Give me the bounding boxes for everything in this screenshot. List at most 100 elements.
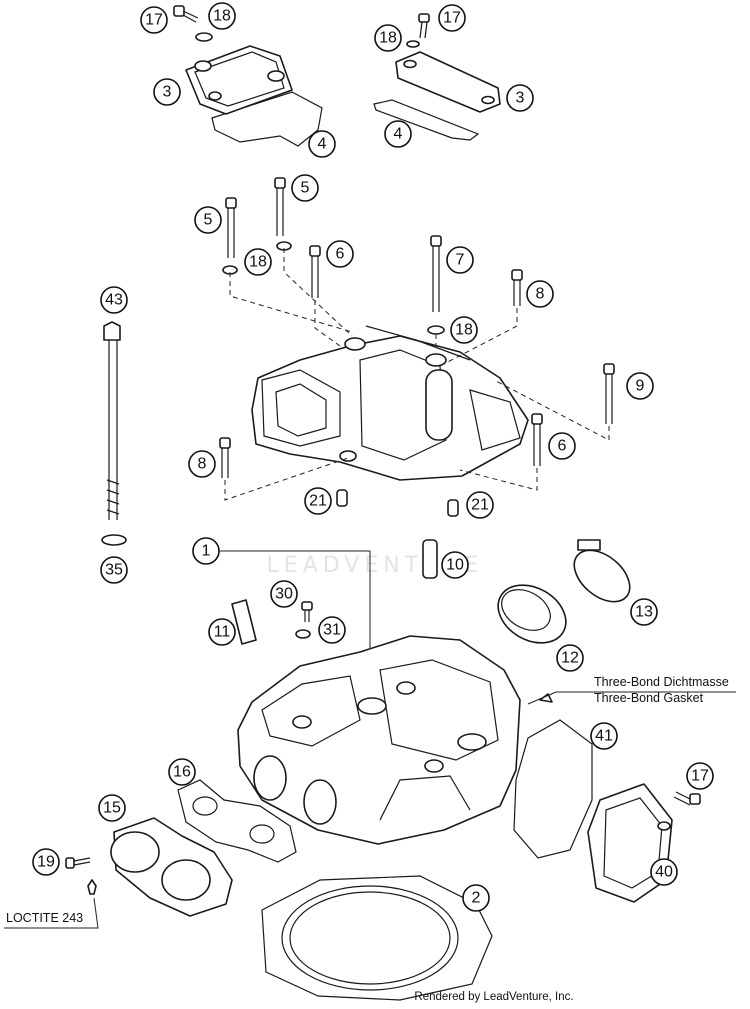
callout-6-a: 6 bbox=[326, 240, 354, 268]
valve-cover-left bbox=[185, 45, 323, 147]
callout-12: 12 bbox=[556, 644, 584, 672]
callout-17-a: 17 bbox=[140, 6, 168, 34]
callout-2: 2 bbox=[462, 884, 490, 912]
valve-guide-11 bbox=[231, 599, 257, 645]
svg-text:8: 8 bbox=[198, 456, 207, 473]
callout-17-c: 17 bbox=[686, 762, 714, 790]
svg-text:11: 11 bbox=[214, 624, 231, 641]
callout-43: 43 bbox=[100, 286, 128, 314]
svg-text:17: 17 bbox=[443, 10, 461, 27]
note-three-bond-de: Three-Bond Dichtmasse bbox=[594, 675, 729, 689]
callout-7: 7 bbox=[446, 246, 474, 274]
gasket-right bbox=[373, 99, 480, 141]
svg-text:16: 16 bbox=[173, 764, 191, 781]
svg-text:4: 4 bbox=[394, 126, 403, 143]
callout-5-a: 5 bbox=[194, 206, 222, 234]
svg-text:35: 35 bbox=[105, 562, 123, 579]
note-three-bond-en: Three-Bond Gasket bbox=[594, 691, 704, 705]
svg-text:18: 18 bbox=[249, 254, 267, 271]
callout-11: 11 bbox=[208, 618, 236, 646]
screw-19 bbox=[65, 857, 97, 895]
washer-18-right bbox=[406, 40, 420, 48]
washer-18-left bbox=[195, 32, 213, 42]
bolt-17-cover bbox=[673, 791, 701, 806]
stud-bolt-43 bbox=[101, 321, 127, 546]
callout-6-b: 6 bbox=[548, 432, 576, 460]
bolt-17-right bbox=[406, 13, 430, 48]
dowel-21-left bbox=[336, 489, 348, 507]
valve-guide-10 bbox=[422, 539, 438, 579]
cylinder-head bbox=[237, 635, 521, 845]
svg-text:30: 30 bbox=[275, 586, 293, 603]
svg-text:40: 40 bbox=[655, 864, 673, 881]
washer-35 bbox=[101, 534, 127, 546]
callout-21-a: 21 bbox=[304, 487, 332, 515]
svg-text:12: 12 bbox=[561, 650, 579, 667]
callout-3-b: 3 bbox=[506, 84, 534, 112]
svg-text:2: 2 bbox=[472, 890, 481, 907]
gasket-16 bbox=[177, 779, 297, 863]
callout-18-a: 18 bbox=[208, 2, 236, 30]
svg-text:8: 8 bbox=[536, 286, 545, 303]
callout-35: 35 bbox=[100, 556, 128, 584]
callout-41: 41 bbox=[590, 722, 618, 750]
leader-lines bbox=[4, 248, 736, 929]
svg-text:13: 13 bbox=[635, 604, 653, 621]
callout-17-b: 17 bbox=[438, 4, 466, 32]
svg-text:18: 18 bbox=[379, 30, 397, 47]
callout-18-b: 18 bbox=[374, 24, 402, 52]
callout-18-d: 18 bbox=[450, 316, 478, 344]
gasket-left bbox=[211, 91, 323, 147]
gasket-41 bbox=[513, 719, 593, 859]
svg-text:4: 4 bbox=[318, 136, 327, 153]
callout-21-b: 21 bbox=[466, 491, 494, 519]
svg-text:17: 17 bbox=[145, 12, 163, 29]
svg-text:9: 9 bbox=[636, 378, 645, 395]
callout-13: 13 bbox=[630, 598, 658, 626]
svg-text:19: 19 bbox=[37, 854, 55, 871]
dowel-21-right bbox=[447, 499, 459, 517]
svg-text:21: 21 bbox=[309, 493, 327, 510]
callout-8-a: 8 bbox=[526, 280, 554, 308]
screw-30 bbox=[295, 601, 313, 639]
svg-text:1: 1 bbox=[202, 543, 211, 560]
callout-40: 40 bbox=[650, 858, 678, 886]
callout-10: 10 bbox=[441, 551, 469, 579]
callout-4-a: 4 bbox=[308, 130, 336, 158]
callout-31: 31 bbox=[318, 616, 346, 644]
callout-5-b: 5 bbox=[291, 174, 319, 202]
svg-text:5: 5 bbox=[204, 212, 213, 229]
svg-text:3: 3 bbox=[516, 90, 525, 107]
note-loctite: LOCTITE 243 bbox=[6, 911, 83, 925]
svg-text:21: 21 bbox=[471, 497, 489, 514]
svg-text:18: 18 bbox=[455, 322, 473, 339]
svg-text:17: 17 bbox=[691, 768, 709, 785]
callout-19: 19 bbox=[32, 848, 60, 876]
svg-text:15: 15 bbox=[103, 800, 121, 817]
callout-4-b: 4 bbox=[384, 120, 412, 148]
intake-manifold-12 bbox=[497, 584, 567, 644]
callout-8-b: 8 bbox=[188, 450, 216, 478]
bolt-17-left bbox=[173, 5, 213, 42]
callout-3-a: 3 bbox=[153, 78, 181, 106]
svg-text:5: 5 bbox=[301, 180, 310, 197]
exhaust-flange-15 bbox=[110, 817, 233, 917]
bolts-5-6-7-8-9 bbox=[219, 177, 615, 478]
head-gasket-2 bbox=[261, 875, 493, 1001]
svg-text:41: 41 bbox=[595, 728, 613, 745]
svg-text:18: 18 bbox=[213, 8, 231, 25]
svg-text:6: 6 bbox=[558, 438, 567, 455]
svg-text:6: 6 bbox=[336, 246, 345, 263]
callout-1: 1 bbox=[192, 537, 220, 565]
callout-30: 30 bbox=[270, 580, 298, 608]
callout-18-c: 18 bbox=[244, 248, 272, 276]
svg-text:10: 10 bbox=[446, 557, 464, 574]
camshaft-carrier bbox=[251, 325, 529, 481]
callout-16: 16 bbox=[168, 758, 196, 786]
svg-text:31: 31 bbox=[323, 622, 341, 639]
svg-text:3: 3 bbox=[163, 84, 172, 101]
callout-9: 9 bbox=[626, 372, 654, 400]
callout-15: 15 bbox=[98, 794, 126, 822]
svg-text:43: 43 bbox=[105, 292, 123, 309]
